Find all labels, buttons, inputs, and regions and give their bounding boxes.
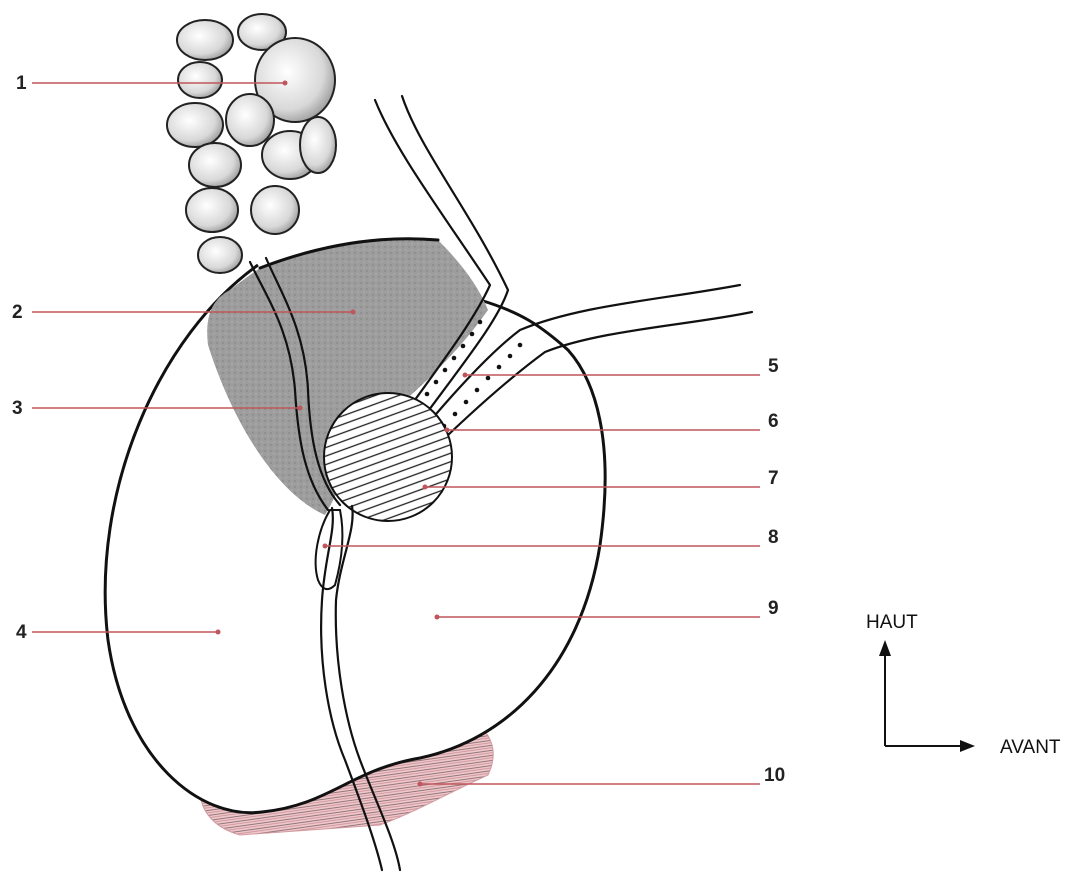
orientation-indicator: HAUT AVANT [866,612,1061,758]
label-8: 8 [768,527,779,548]
label-1: 1 [16,73,27,94]
orientation-up-label: HAUT [866,612,918,633]
orientation-front-label: AVANT [1000,737,1061,758]
lobulated-organ [167,14,336,273]
label-3: 3 [12,398,23,419]
hatched-zone [324,393,452,521]
label-5: 5 [768,356,779,377]
label-6: 6 [768,411,779,432]
label-7: 7 [768,468,779,489]
label-2: 2 [12,302,23,323]
label-9: 9 [768,598,779,619]
arrow-right-icon [885,740,975,752]
arrow-up-icon [879,640,891,746]
label-4: 4 [16,622,27,643]
label-10: 10 [764,765,785,786]
